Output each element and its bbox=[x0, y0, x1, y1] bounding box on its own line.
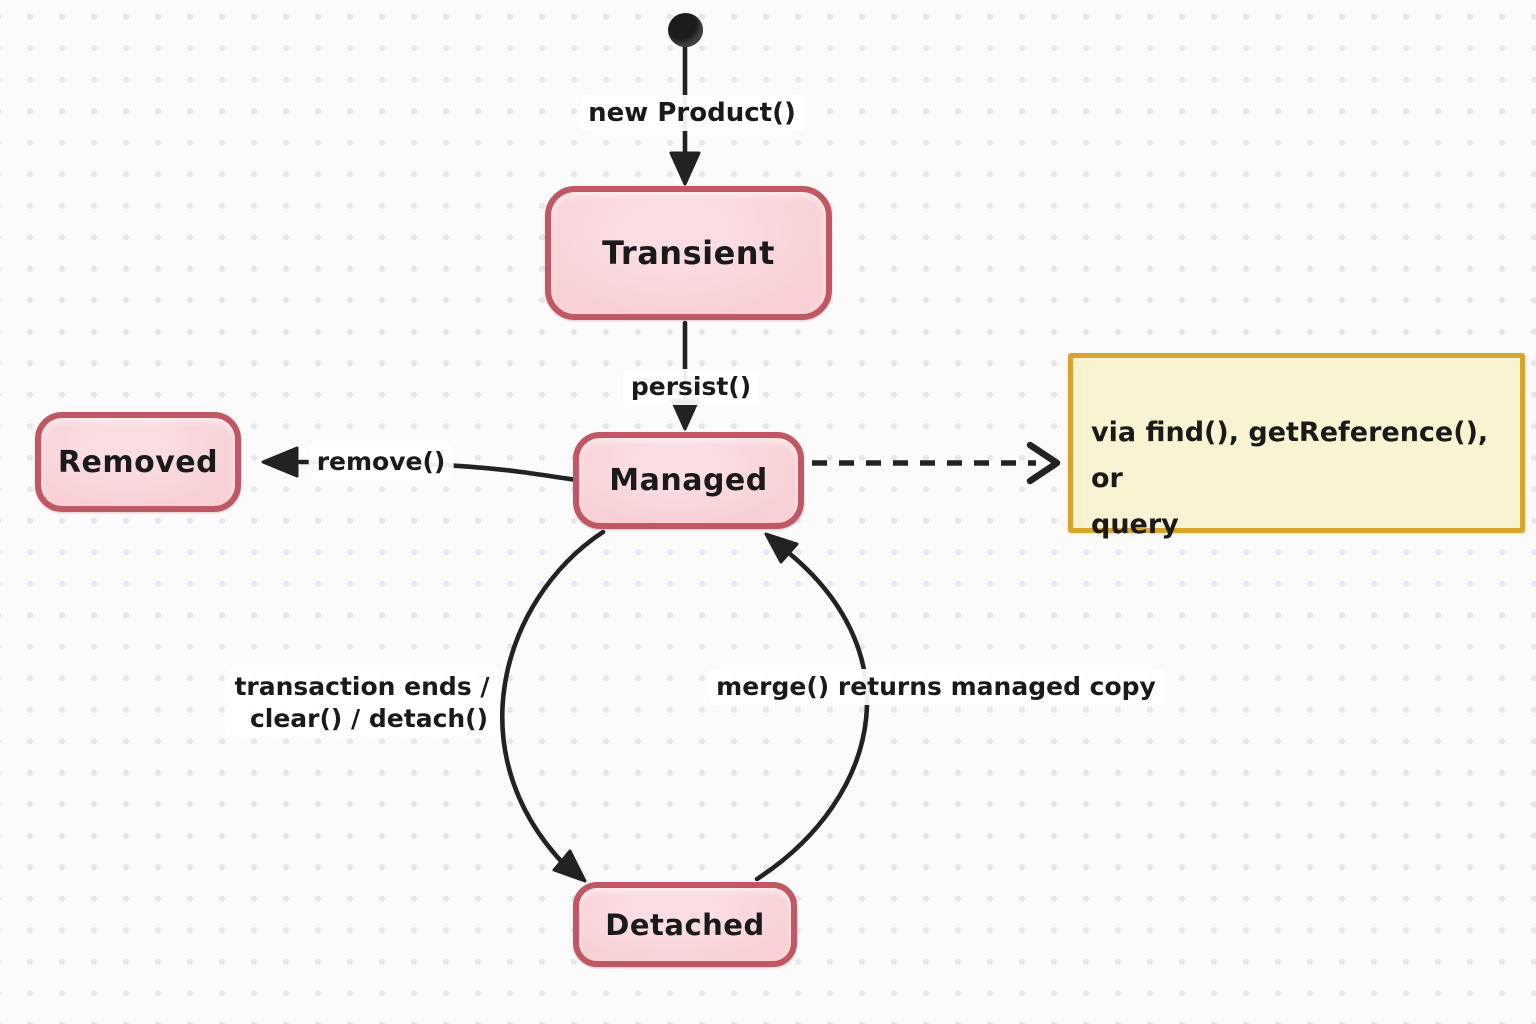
arrowhead-removed bbox=[261, 446, 299, 478]
state-detached: Detached bbox=[573, 882, 797, 967]
arrowhead-transient bbox=[669, 151, 701, 186]
state-transient: Transient bbox=[545, 186, 832, 320]
transition-label-transaction-ends-line1: transaction ends / bbox=[234, 672, 490, 701]
state-transient-label: Transient bbox=[602, 234, 775, 272]
transition-label-transaction-ends-line2: clear() / detach() bbox=[249, 704, 489, 733]
state-managed-label: Managed bbox=[609, 463, 768, 498]
state-detached-label: Detached bbox=[605, 907, 765, 942]
transition-label-persist: persist() bbox=[622, 369, 760, 405]
note-box: via find(), getReference(), or query bbox=[1068, 353, 1525, 540]
note-text-line2: query bbox=[1091, 509, 1179, 540]
arrowhead-managed-bottom bbox=[764, 532, 799, 564]
initial-state-dot bbox=[668, 13, 703, 47]
arrowhead-detached bbox=[552, 849, 587, 883]
state-managed: Managed bbox=[573, 432, 804, 529]
transition-label-new-product: new Product() bbox=[580, 95, 804, 131]
state-removed: Removed bbox=[35, 412, 241, 512]
transition-label-remove: remove() bbox=[308, 444, 454, 480]
state-removed-label: Removed bbox=[57, 444, 219, 480]
note-text-line1: via find(), getReference(), or bbox=[1091, 417, 1489, 494]
arrowhead-note bbox=[1026, 441, 1061, 485]
edge-managed-to-detached bbox=[500, 529, 606, 880]
edge-detached-to-managed bbox=[754, 537, 870, 882]
transition-label-merge: merge() returns managed copy bbox=[708, 669, 1164, 705]
transition-label-transaction-ends: transaction ends / clear() / detach() bbox=[224, 668, 500, 738]
